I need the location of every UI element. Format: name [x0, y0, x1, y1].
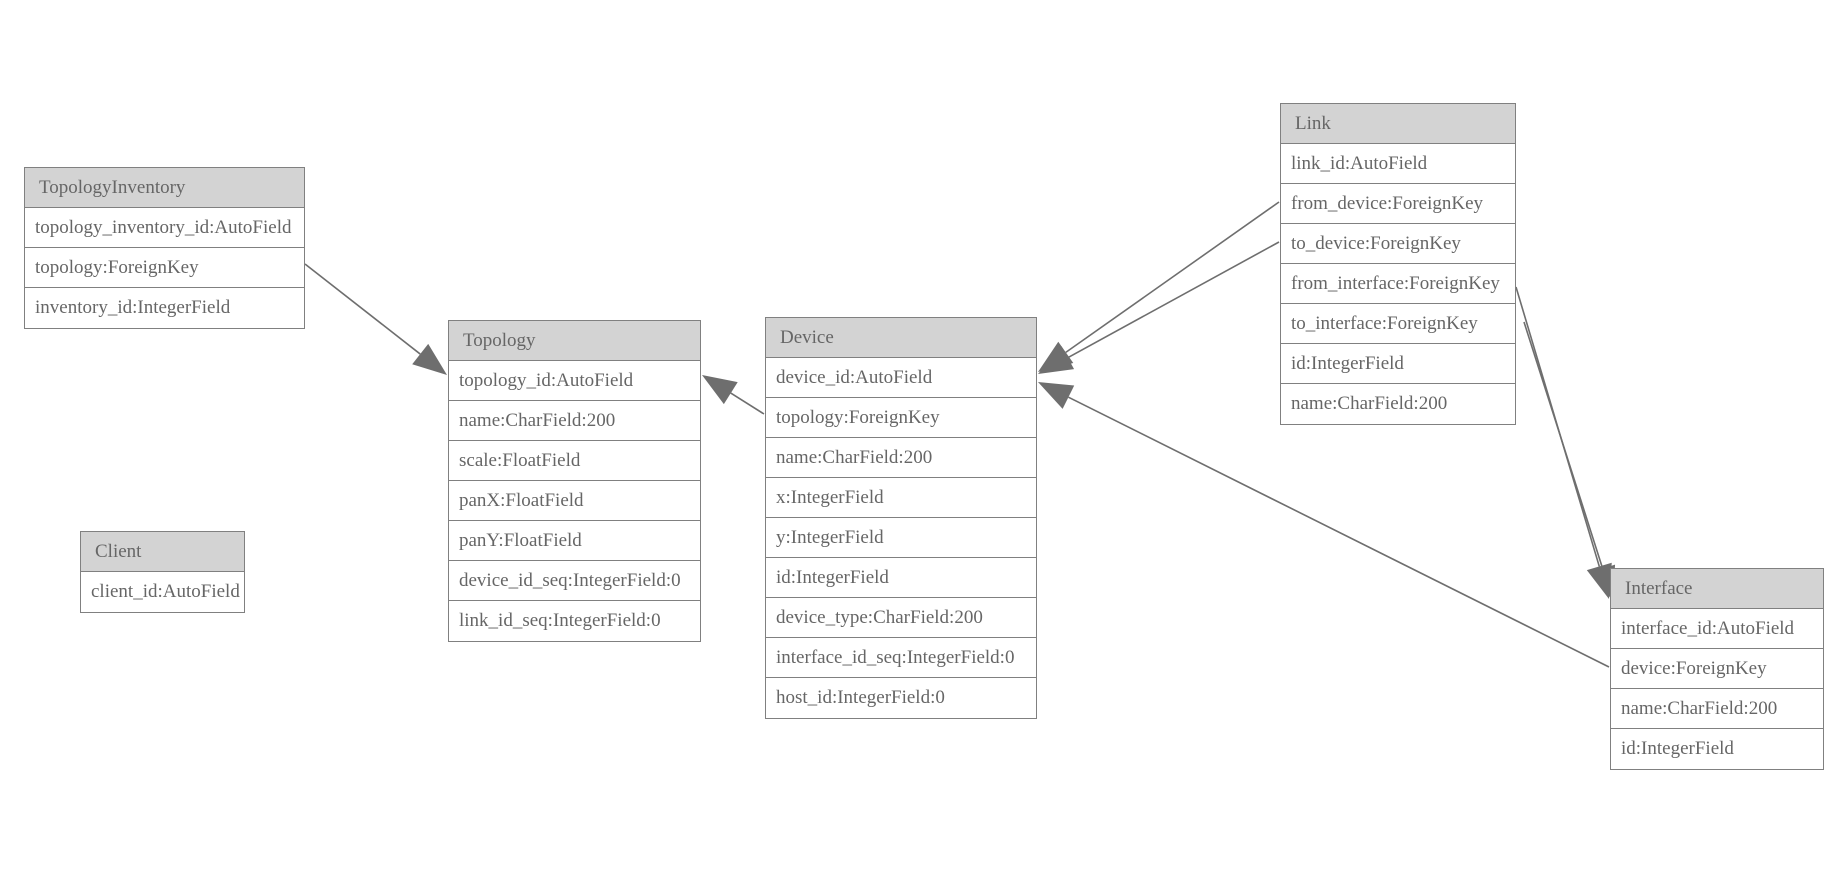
field-row[interactable]: to_interface:ForeignKey — [1281, 304, 1515, 344]
relationship-line — [1515, 286, 1601, 567]
relationship-arrowhead-icon — [412, 343, 447, 375]
field-row[interactable]: link_id:AutoField — [1281, 144, 1515, 184]
entity-title-link: Link — [1281, 104, 1515, 144]
field-row[interactable]: client_id:AutoField — [81, 572, 244, 612]
field-row[interactable]: topology_id:AutoField — [449, 361, 700, 401]
relationship-arrowhead-icon — [1038, 346, 1075, 374]
entity-link[interactable]: Link link_id:AutoField from_device:Forei… — [1280, 103, 1516, 425]
field-row[interactable]: x:IntegerField — [766, 478, 1036, 518]
field-row[interactable]: device_id_seq:IntegerField:0 — [449, 561, 700, 601]
relationship-line — [1523, 321, 1604, 569]
entity-title-topology: Topology — [449, 321, 700, 361]
field-row[interactable]: name:CharField:200 — [766, 438, 1036, 478]
relationship-line — [304, 263, 421, 355]
entity-title-interface: Interface — [1611, 569, 1823, 609]
field-row[interactable]: scale:FloatField — [449, 441, 700, 481]
relationship-line — [1065, 201, 1280, 354]
entity-title-device: Device — [766, 318, 1036, 358]
relationship-link-from-device — [1038, 201, 1280, 372]
field-row[interactable]: interface_id_seq:IntegerField:0 — [766, 638, 1036, 678]
field-row[interactable]: panY:FloatField — [449, 521, 700, 561]
field-row[interactable]: to_device:ForeignKey — [1281, 224, 1515, 264]
field-row[interactable]: id:IntegerField — [1611, 729, 1823, 769]
relationship-link-from-interface — [1515, 286, 1612, 599]
relationship-line — [1067, 241, 1280, 359]
field-row[interactable]: host_id:IntegerField:0 — [766, 678, 1036, 718]
field-row[interactable]: name:CharField:200 — [1611, 689, 1823, 729]
relationship-topologyinventory-topology — [304, 263, 447, 375]
relationship-line — [1068, 396, 1610, 668]
field-row[interactable]: id:IntegerField — [1281, 344, 1515, 384]
field-row[interactable]: name:CharField:200 — [449, 401, 700, 441]
relationship-line — [730, 392, 765, 415]
field-row[interactable]: name:CharField:200 — [1281, 384, 1515, 424]
field-row[interactable]: topology:ForeignKey — [766, 398, 1036, 438]
entity-interface[interactable]: Interface interface_id:AutoField device:… — [1610, 568, 1824, 770]
relationship-arrowhead-icon — [1038, 382, 1075, 409]
relationship-arrowhead-icon — [1586, 562, 1612, 599]
relationship-link-to-interface — [1523, 321, 1616, 601]
entity-title-topology-inventory: TopologyInventory — [25, 168, 304, 208]
entity-title-client: Client — [81, 532, 244, 572]
relationship-arrowhead-icon — [1038, 341, 1074, 372]
field-row[interactable]: panX:FloatField — [449, 481, 700, 521]
entity-device[interactable]: Device device_id:AutoField topology:Fore… — [765, 317, 1037, 719]
field-row[interactable]: link_id_seq:IntegerField:0 — [449, 601, 700, 641]
field-row[interactable]: from_device:ForeignKey — [1281, 184, 1515, 224]
entity-topology[interactable]: Topology topology_id:AutoField name:Char… — [448, 320, 701, 642]
field-row[interactable]: interface_id:AutoField — [1611, 609, 1823, 649]
field-row[interactable]: id:IntegerField — [766, 558, 1036, 598]
field-row[interactable]: device:ForeignKey — [1611, 649, 1823, 689]
entity-client[interactable]: Client client_id:AutoField — [80, 531, 245, 613]
field-row[interactable]: inventory_id:IntegerField — [25, 288, 304, 328]
relationship-arrowhead-icon — [702, 375, 738, 405]
relationship-device-topology — [702, 375, 765, 415]
field-row[interactable]: from_interface:ForeignKey — [1281, 264, 1515, 304]
field-row[interactable]: y:IntegerField — [766, 518, 1036, 558]
relationship-link-to-device — [1038, 241, 1280, 374]
field-row[interactable]: topology_inventory_id:AutoField — [25, 208, 304, 248]
entity-topology-inventory[interactable]: TopologyInventory topology_inventory_id:… — [24, 167, 305, 329]
field-row[interactable]: device_type:CharField:200 — [766, 598, 1036, 638]
field-row[interactable]: device_id:AutoField — [766, 358, 1036, 398]
field-row[interactable]: topology:ForeignKey — [25, 248, 304, 288]
